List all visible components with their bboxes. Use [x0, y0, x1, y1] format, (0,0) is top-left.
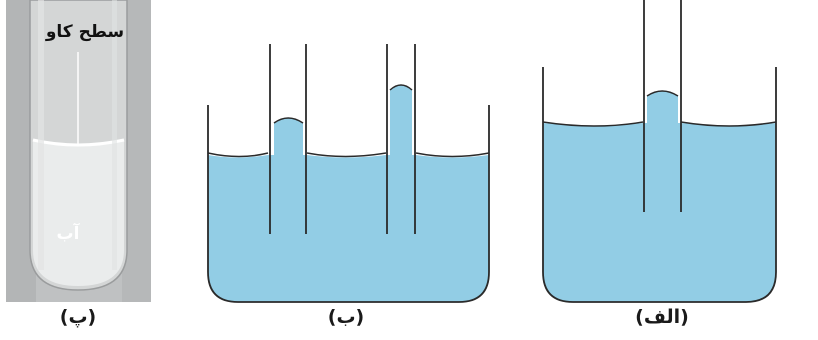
beaker-b-column-right — [390, 90, 412, 158]
beaker-b-meniscus-right — [389, 84, 413, 91]
water-label: آب — [56, 224, 80, 244]
beaker-alef-outline — [542, 67, 777, 303]
beaker-b-meniscus-left — [273, 117, 304, 124]
beaker-b-column-left — [274, 123, 303, 158]
beaker-alef — [542, 0, 777, 303]
beaker-b-water — [208, 155, 489, 302]
tube-highlight-left — [38, 0, 44, 270]
beaker-b-outline — [207, 105, 490, 303]
beaker-alef-surface — [542, 121, 777, 127]
test-tube-water — [33, 140, 124, 286]
caption-photo: (پ) — [59, 306, 97, 328]
beaker-alef-water — [543, 123, 776, 302]
beaker-alef-meniscus — [646, 90, 679, 97]
beaker-b-surface — [207, 152, 490, 158]
caption-right: (الف) — [635, 306, 689, 328]
test-tube-photo — [6, 0, 151, 302]
beaker-alef-column — [647, 96, 678, 126]
meniscus-label: سطح کاو — [45, 22, 125, 42]
caption-middle: (ب) — [327, 306, 365, 328]
beaker-b — [207, 44, 490, 303]
tube-highlight-right — [112, 0, 117, 270]
